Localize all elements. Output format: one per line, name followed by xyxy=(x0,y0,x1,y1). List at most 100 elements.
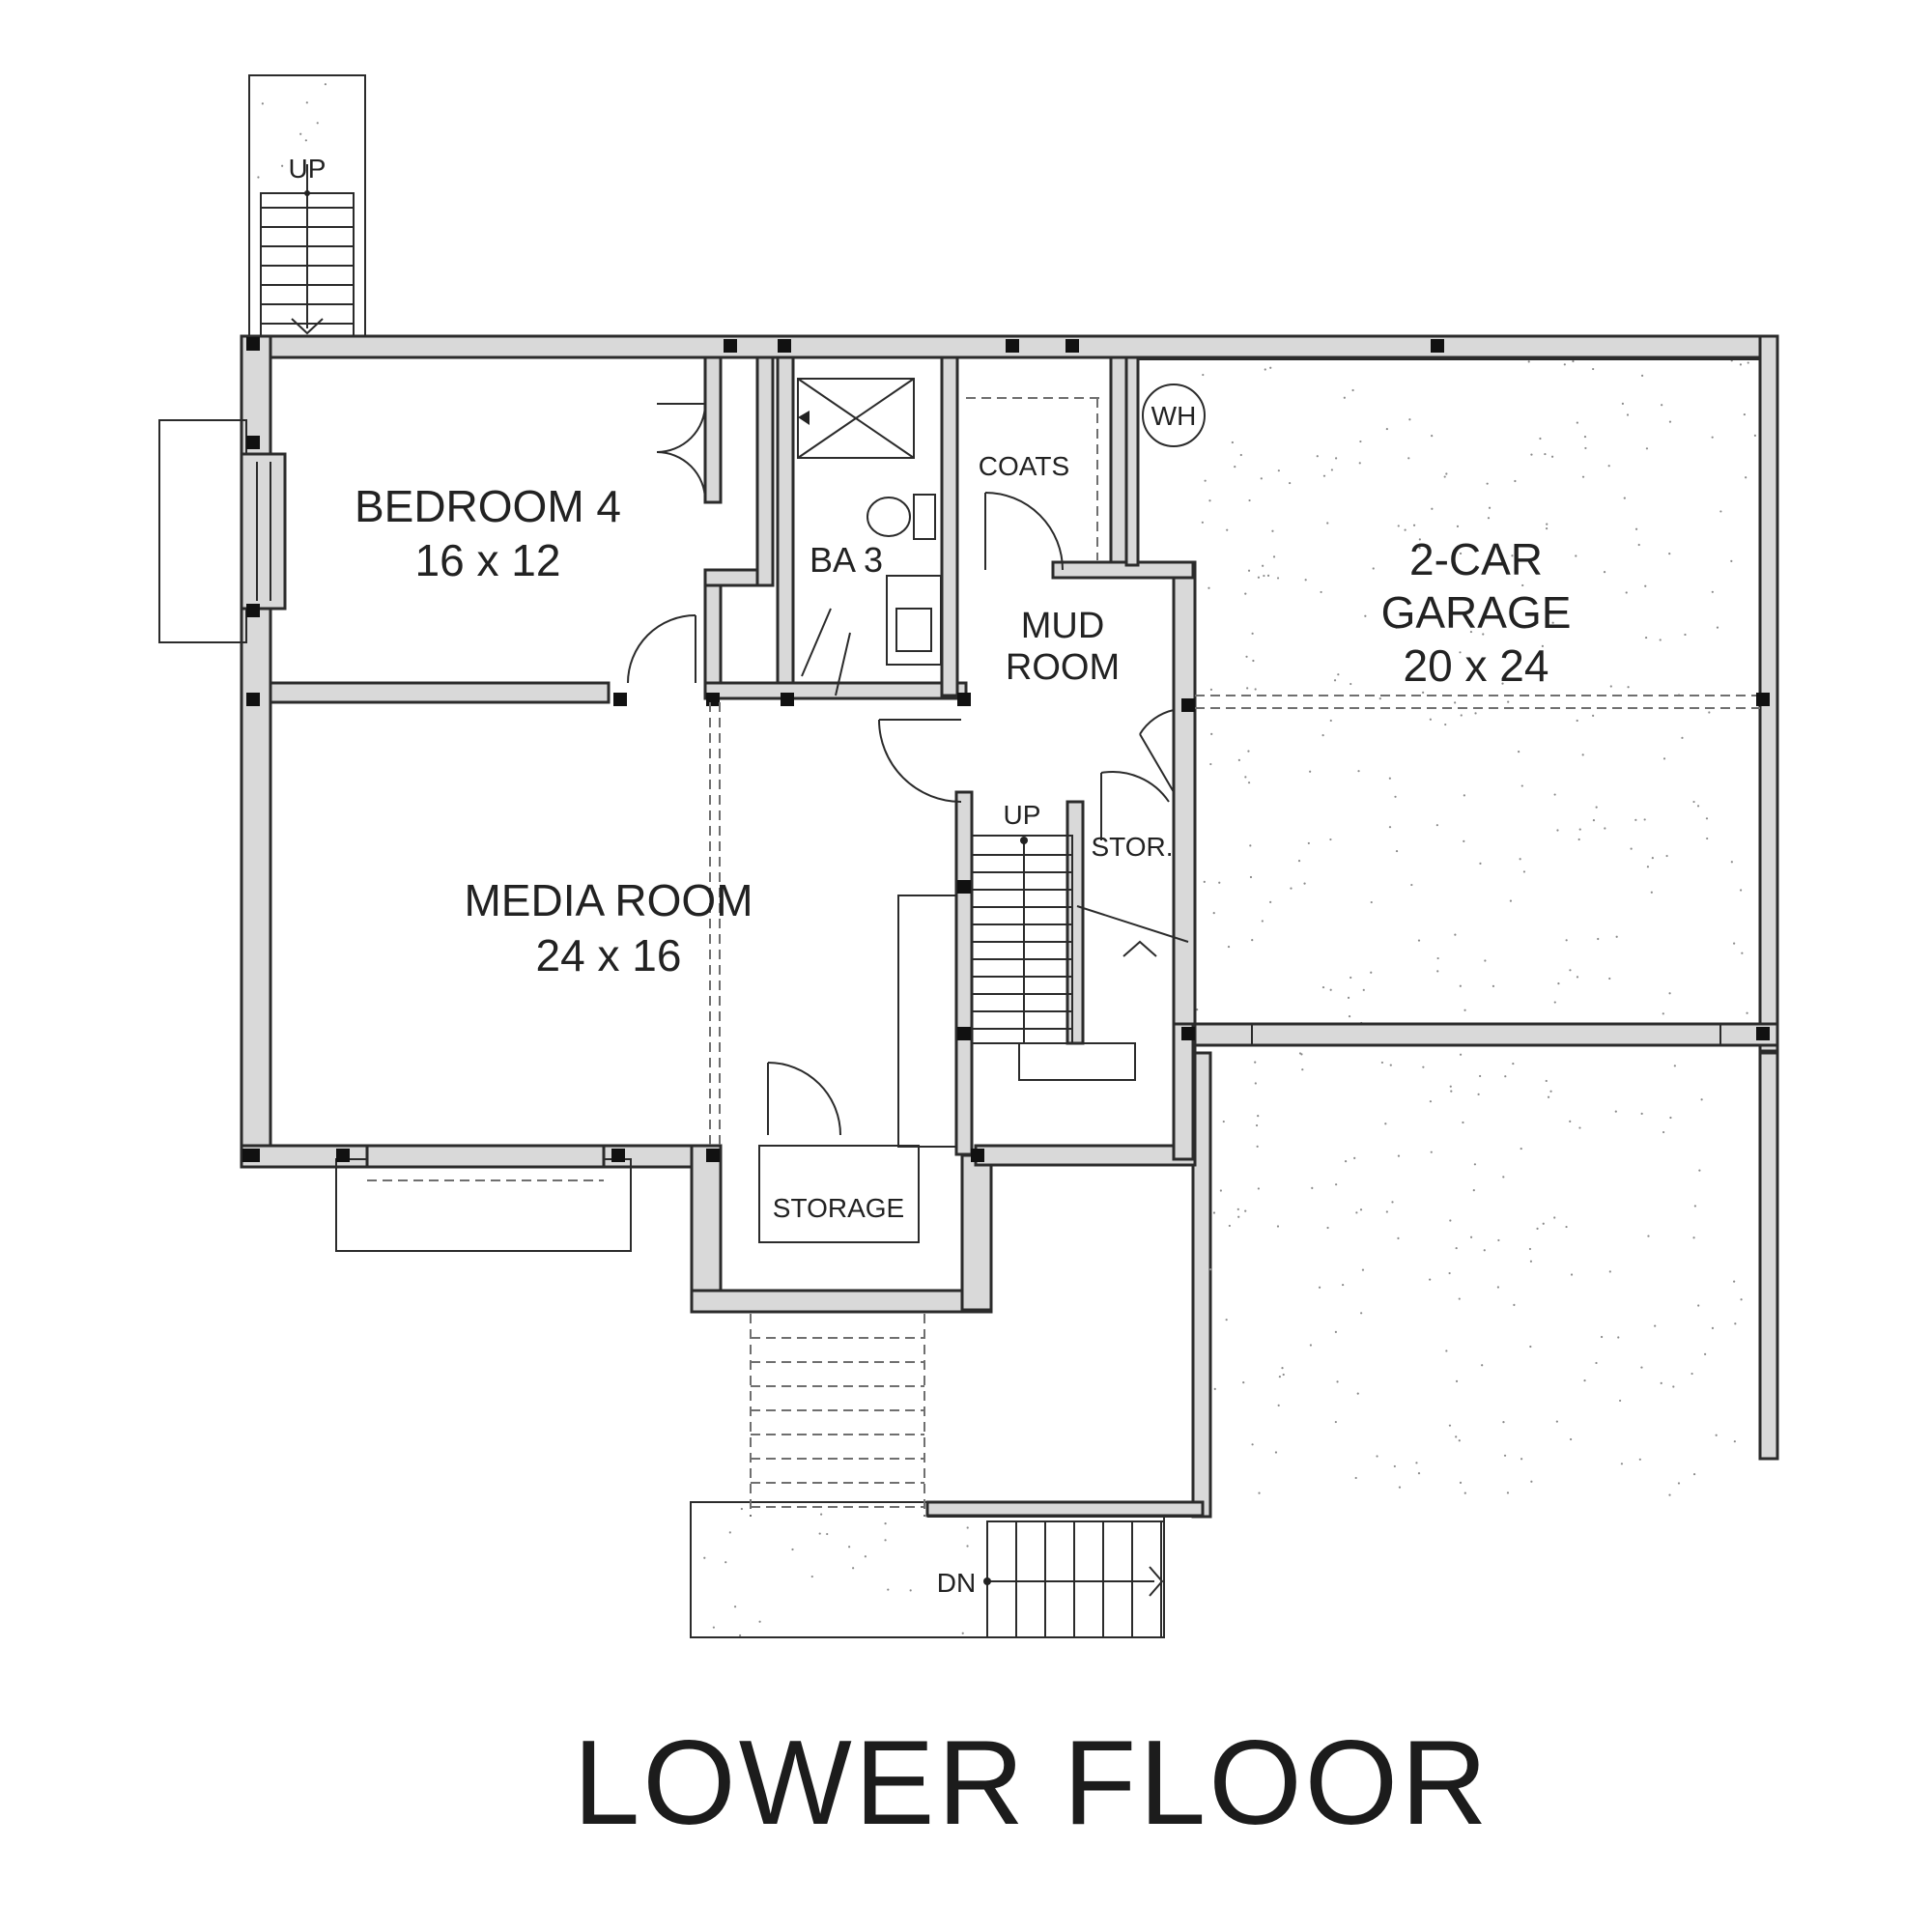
speck xyxy=(1603,571,1606,574)
speck xyxy=(1650,891,1653,894)
speck xyxy=(1249,875,1253,879)
speck xyxy=(1271,529,1274,532)
speck xyxy=(1297,860,1301,863)
speck xyxy=(1251,939,1254,942)
speck xyxy=(1529,1345,1532,1349)
speck xyxy=(1692,800,1695,804)
speck xyxy=(1261,920,1264,923)
speck xyxy=(1555,1420,1558,1423)
post xyxy=(1181,698,1195,712)
speck xyxy=(1551,621,1554,624)
speck xyxy=(1565,1225,1568,1229)
speck xyxy=(1550,455,1554,458)
speck xyxy=(1528,1247,1532,1251)
speck xyxy=(1715,1434,1718,1436)
post xyxy=(613,693,627,706)
speck xyxy=(1546,527,1548,530)
speck xyxy=(1257,576,1261,579)
speck xyxy=(1576,976,1579,979)
speck xyxy=(1254,1061,1257,1064)
post xyxy=(1181,1027,1195,1040)
speck xyxy=(1251,632,1254,635)
media-size: 24 x 16 xyxy=(536,930,682,980)
speck xyxy=(1640,1112,1643,1115)
speck xyxy=(1204,479,1207,482)
speck xyxy=(1309,1344,1313,1347)
speck xyxy=(1356,1392,1359,1395)
speck xyxy=(1370,971,1373,974)
speck xyxy=(852,1567,855,1570)
speck xyxy=(1388,777,1391,780)
speck xyxy=(1672,1385,1675,1388)
speck xyxy=(1617,1336,1620,1339)
mud-line1: MUD xyxy=(1021,606,1105,646)
speck xyxy=(758,1620,761,1623)
speck xyxy=(1333,679,1337,682)
speck xyxy=(1563,363,1566,366)
speck xyxy=(1415,1462,1418,1464)
speck xyxy=(1698,1169,1701,1172)
speck xyxy=(1463,794,1465,797)
speck xyxy=(1544,452,1547,456)
speck xyxy=(1460,714,1463,717)
speck xyxy=(1266,574,1270,577)
speck xyxy=(1576,421,1578,424)
speck xyxy=(1741,952,1744,954)
speck xyxy=(1592,714,1595,717)
speck xyxy=(1733,1440,1736,1443)
speck xyxy=(1445,472,1448,475)
speck xyxy=(1459,1481,1463,1484)
bottom-exterior-stair: DN xyxy=(750,1314,1165,1638)
speck xyxy=(1673,1065,1676,1067)
speck xyxy=(1436,970,1439,973)
speck xyxy=(1397,1236,1400,1239)
speck xyxy=(1443,475,1446,478)
speck xyxy=(1634,818,1637,821)
speck xyxy=(1376,1455,1378,1458)
speck xyxy=(281,164,284,167)
speck xyxy=(1455,1435,1458,1438)
speck xyxy=(1358,462,1361,465)
speck xyxy=(909,1589,912,1592)
structural-posts xyxy=(242,337,1770,1162)
speck xyxy=(1435,824,1438,827)
post xyxy=(246,604,260,617)
speck xyxy=(1660,1381,1662,1384)
speck xyxy=(1459,552,1463,555)
speck xyxy=(1481,1364,1484,1367)
speck xyxy=(1212,912,1215,915)
speck xyxy=(1620,1463,1624,1465)
speck xyxy=(1730,559,1733,562)
speck xyxy=(1520,784,1523,787)
speck xyxy=(1458,1439,1461,1442)
speck xyxy=(1218,881,1221,884)
speck xyxy=(1614,1110,1617,1113)
garage-outline xyxy=(1138,358,1761,1046)
speck xyxy=(1225,1319,1228,1321)
speck xyxy=(728,1531,731,1534)
speck xyxy=(1522,870,1526,873)
speck xyxy=(1359,440,1362,443)
speck xyxy=(1242,1381,1245,1384)
speck xyxy=(1739,889,1743,892)
speck xyxy=(1743,412,1746,416)
speck xyxy=(1637,543,1640,547)
speck xyxy=(1734,1322,1737,1325)
speck xyxy=(1733,942,1736,945)
top-stair-up-label: UP xyxy=(289,154,327,184)
speck xyxy=(1547,1095,1550,1098)
speck xyxy=(1393,1464,1396,1468)
speck xyxy=(1704,1352,1707,1355)
speck xyxy=(1209,688,1213,692)
speck xyxy=(961,1632,964,1634)
speck xyxy=(1335,1183,1338,1186)
speck xyxy=(1395,849,1399,853)
speck xyxy=(1708,711,1711,714)
speck xyxy=(1431,435,1434,438)
speck xyxy=(1359,1208,1363,1211)
speck xyxy=(1257,1114,1260,1118)
speck xyxy=(1623,497,1626,499)
speck xyxy=(1282,1373,1285,1377)
speck xyxy=(1621,402,1625,405)
